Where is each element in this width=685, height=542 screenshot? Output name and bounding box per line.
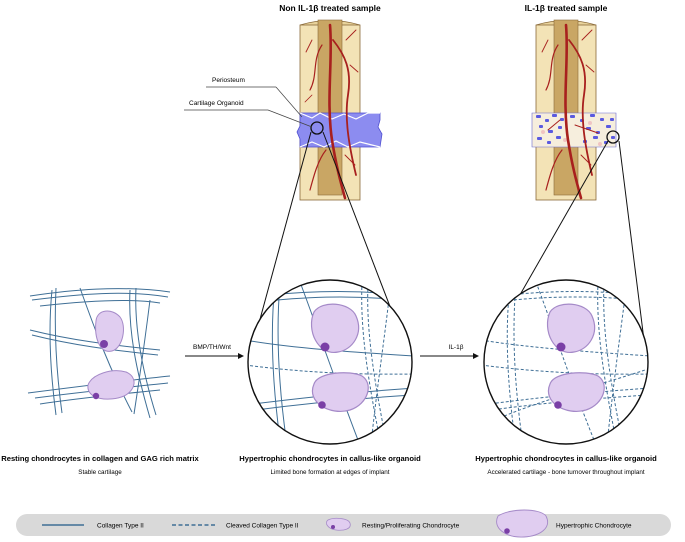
- panel-3-subtitle: Accelerated cartilage - bone turnover th…: [487, 469, 644, 476]
- treated-bone-illustration: [531, 19, 620, 201]
- legend-cleaved-collagen-label: Cleaved Collagen Type II: [226, 523, 299, 530]
- right-sample-title: IL-1β treated sample: [525, 3, 608, 13]
- panel-2-title: Hypertrophic chondrocytes in callus-like…: [239, 454, 421, 463]
- large-cell-icon: [496, 509, 548, 538]
- resting-matrix-panel: [27, 287, 171, 419]
- small-cell-icon: [326, 517, 351, 531]
- legend-collagen-label: Collagen Type II: [97, 523, 144, 530]
- legend: Collagen Type II Cleaved Collagen Type I…: [16, 509, 671, 538]
- panel-1-title: Resting chondrocytes in collagen and GAG…: [1, 454, 199, 463]
- non-treated-bone-illustration: [296, 19, 383, 201]
- panel-2-subtitle: Limited bone formation at edges of impla…: [270, 469, 389, 476]
- panel-3-title: Hypertrophic chondrocytes in callus-like…: [475, 454, 657, 463]
- bmp-arrow: BMP/TH/Wnt: [185, 344, 244, 359]
- il1b-arrow: IL-1β: [420, 344, 479, 359]
- hypertrophic-circle-middle: [247, 279, 413, 445]
- hypertrophic-circle-right: [483, 279, 649, 445]
- cartilage-fragments: [536, 114, 615, 144]
- il1b-label: IL-1β: [449, 344, 464, 351]
- bmp-th-wnt-label: BMP/TH/Wnt: [193, 344, 231, 351]
- left-sample-title: Non IL-1β treated sample: [279, 3, 381, 13]
- cartilage-organoid-band: [296, 112, 383, 148]
- legend-resting-cell-label: Resting/Proliferating Chondrocyte: [362, 523, 460, 530]
- periosteum-label: Periosteum: [212, 77, 245, 84]
- legend-hypertrophic-cell-label: Hypertrophic Chondrocyte: [556, 523, 632, 530]
- panel-1-subtitle: Stable cartilage: [78, 469, 122, 476]
- cartilage-organoid-label: Cartilage Organoid: [189, 100, 244, 107]
